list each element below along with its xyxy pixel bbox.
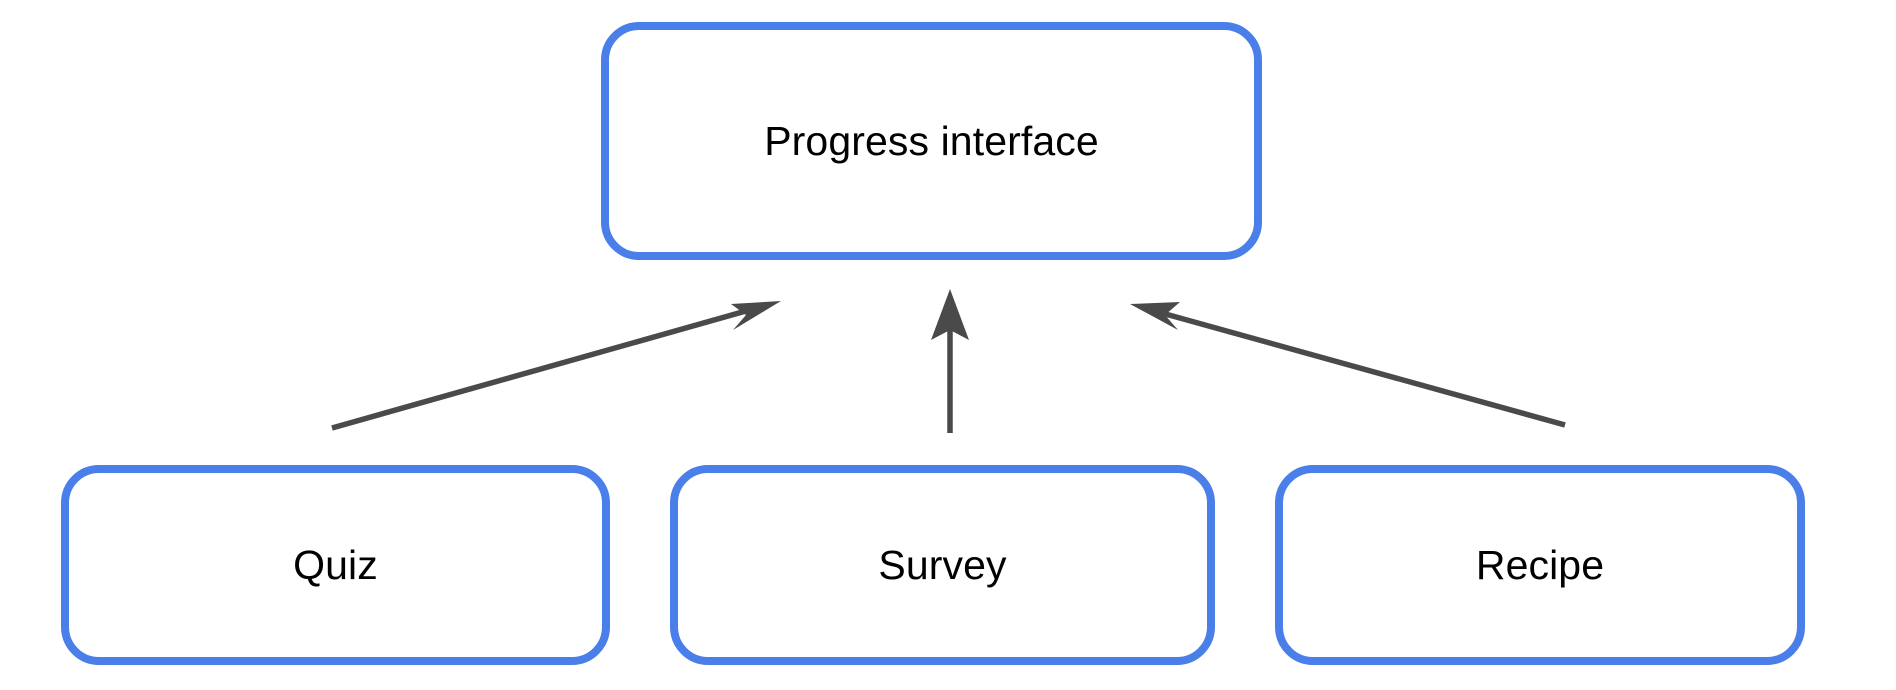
node-survey[interactable]: Survey [670,465,1215,665]
edge-recipe-to-progress [1130,302,1566,428]
node-label-recipe: Recipe [1475,541,1605,588]
node-recipe[interactable]: Recipe [1275,465,1805,665]
node-label-progress-interface: Progress interface [764,117,1099,164]
node-quiz[interactable]: Quiz [61,465,610,665]
node-label-survey: Survey [878,541,1007,588]
node-progress-interface[interactable]: Progress interface [601,22,1262,260]
edge-survey-to-progress [931,289,969,433]
edge-quiz-to-progress [331,301,781,431]
node-label-quiz: Quiz [293,541,378,588]
